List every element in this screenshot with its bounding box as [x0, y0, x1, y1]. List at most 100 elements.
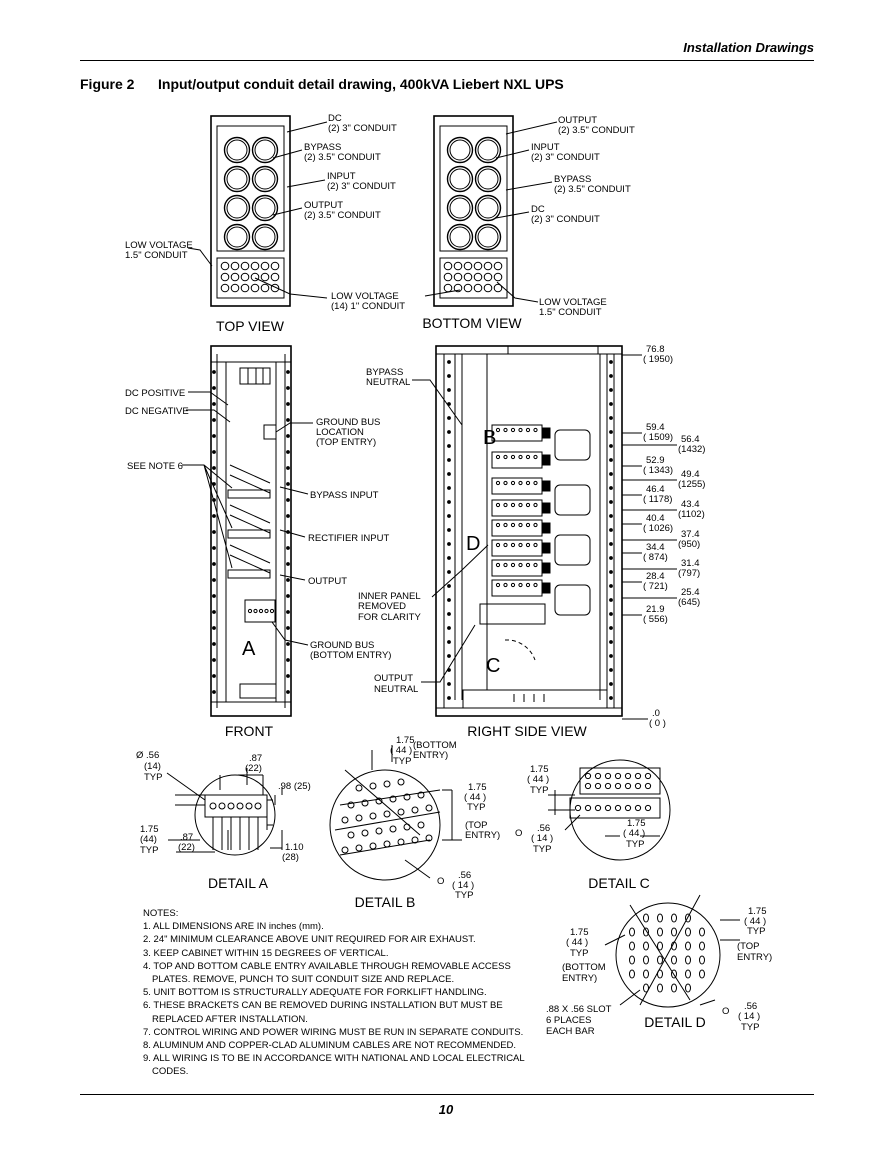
note-line: 1. ALL DIMENSIONS ARE IN inches (mm). [143, 921, 324, 933]
rail-hole [609, 696, 613, 700]
dim-mm: (797) [678, 568, 700, 579]
bus-bar-hole [495, 454, 501, 460]
detail-slot [685, 983, 691, 993]
dim-inch: .0 [652, 708, 660, 719]
dim-mm: ( 874) [643, 552, 668, 563]
dd-right-5: ENTRY) [737, 952, 772, 963]
tv-lowv-1: LOW VOLTAGE [125, 240, 193, 251]
rail-hole [609, 374, 613, 378]
detail-slot [685, 969, 691, 979]
bus-bar-hole [510, 502, 516, 508]
conduit-ring [251, 194, 279, 222]
detail-hole [634, 782, 642, 790]
side-bypass-neutral-2: NEUTRAL [366, 377, 410, 388]
rail-hole [447, 416, 451, 420]
small-conduit [240, 283, 250, 293]
mount-hole [286, 370, 290, 374]
front-ground-top-3: (TOP ENTRY) [316, 437, 376, 448]
detail-hole [389, 825, 397, 833]
rail-hole [447, 584, 451, 588]
mount-hole [212, 658, 216, 662]
conduit-inner [226, 139, 248, 161]
dd-slot-2: 6 PLACES [546, 1015, 591, 1026]
bottom-view-plate [439, 125, 508, 252]
mount-hole [212, 418, 216, 422]
side-inner-frame [486, 353, 601, 691]
bus-bar-hole [495, 427, 501, 433]
rail-hole [609, 542, 613, 546]
mount-hole [212, 674, 216, 678]
top-view: DC (2) 3" CONDUIT BYPASS (2) 3.5" CONDUI… [125, 113, 405, 334]
bus-bar-lug [541, 522, 551, 534]
ground-hole [269, 608, 275, 614]
side-dimension-lines [622, 354, 677, 720]
note-line: 3. KEEP CABINET WITHIN 15 DEGREES OF VER… [143, 947, 389, 959]
front-dc-positive: DC POSITIVE [125, 388, 185, 399]
dim-inch: 46.4 [646, 484, 665, 495]
bus-bar-hole [518, 542, 523, 548]
detail-hole [369, 842, 377, 850]
mount-hole [212, 546, 216, 550]
mount-hole [212, 530, 216, 534]
conduit-inner [477, 197, 499, 219]
small-conduit [473, 261, 483, 271]
rail-hole [447, 486, 451, 490]
note-line: 8. ALUMINUM AND COPPER-CLAD ALUMINUM CAB… [143, 1040, 517, 1052]
dim-inch: 31.4 [681, 558, 700, 569]
rail-hole [609, 682, 613, 686]
bus-bar-hole [525, 502, 531, 508]
dim-inch: 52.9 [646, 455, 665, 466]
detail-slot [629, 941, 635, 951]
rail-hole [609, 584, 613, 588]
detail-hole [634, 804, 642, 812]
detail-hole [341, 816, 349, 824]
rail-hole [609, 458, 613, 462]
detail-hole [361, 799, 369, 807]
front-see-note: SEE NOTE 6 [127, 461, 183, 472]
front-ground-bottom-2: (BOTTOM ENTRY) [310, 650, 391, 661]
tv-input-1: INPUT [327, 171, 356, 182]
detail-hole [604, 782, 612, 790]
bus-bar-hole [525, 454, 531, 460]
rail-hole [609, 654, 613, 658]
conduit-ring [223, 194, 251, 222]
detail-hole [614, 782, 622, 790]
bus-bar [491, 424, 543, 442]
rail-hole [447, 514, 451, 518]
top-view-lowvoltage-plate [216, 257, 285, 299]
top-view-cabinet [210, 115, 291, 307]
bottom-view-conduits [446, 136, 502, 251]
bv-bypass-1: BYPASS [554, 174, 591, 185]
tv-lowvb-1: LOW VOLTAGE [331, 291, 399, 302]
da-hole-1: Ø .56 [136, 750, 159, 761]
small-conduit [260, 283, 270, 293]
notes-heading: NOTES: [143, 908, 179, 919]
dd-hole-1: .56 [744, 1001, 757, 1012]
detail-slot [643, 941, 649, 951]
conduit-ring [223, 165, 251, 193]
bus-bar-hole [533, 502, 538, 508]
small-conduit [453, 283, 463, 293]
ground-hole [264, 608, 269, 614]
front-ground-top-1: GROUND BUS [316, 417, 380, 428]
detail-a-holes [209, 802, 262, 850]
dim-inch: 76.8 [646, 344, 665, 355]
front-bypass-input: BYPASS INPUT [310, 490, 379, 501]
rail-hole [447, 626, 451, 630]
mount-hole [286, 434, 290, 438]
side-inner-panel-1: INNER PANEL [358, 591, 421, 602]
dc-right-3: TYP [626, 839, 644, 850]
bus-bar-hole [518, 562, 523, 568]
bus-bar [491, 519, 543, 537]
bus-bar-lug [541, 427, 551, 439]
side-bypass-neutral-1: BYPASS [366, 367, 403, 378]
rail-hole [447, 682, 451, 686]
small-conduit [483, 283, 493, 293]
da-hole-3: TYP [144, 772, 162, 783]
note-line: PLATES. REMOVE, PUNCH TO SUIT CONDUIT SI… [152, 974, 455, 986]
ground-hole [253, 608, 258, 614]
detail-slot [671, 955, 677, 965]
detail-hole [254, 802, 262, 810]
detail-c-holes [574, 772, 652, 812]
da-110-1: 1.10 [285, 842, 304, 853]
